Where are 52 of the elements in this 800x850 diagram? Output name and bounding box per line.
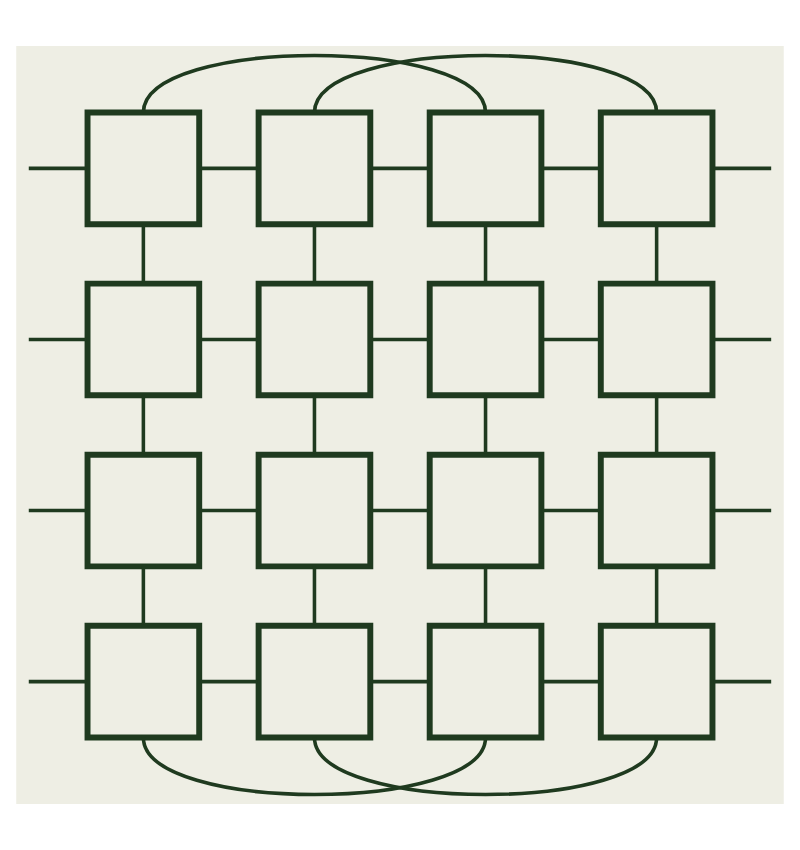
connector [28,508,87,513]
connector [370,508,429,513]
connector [483,395,488,454]
connector [199,679,258,684]
connector [654,224,659,283]
node-box [255,622,374,741]
node-box [597,451,716,570]
connector [370,337,429,342]
connector [713,679,772,684]
node-box [426,280,545,399]
node-box [597,109,716,228]
connector [370,166,429,171]
connector [654,395,659,454]
connector [312,566,317,625]
connector [713,337,772,342]
connector [483,224,488,283]
node-box [255,451,374,570]
node-box [84,280,203,399]
connector [312,395,317,454]
connector [199,166,258,171]
connector [370,679,429,684]
connector [483,566,488,625]
connector [312,224,317,283]
connector [312,736,659,797]
node-box [597,280,716,399]
connector [199,337,258,342]
connector [312,53,659,114]
node-box [426,451,545,570]
node-box [597,622,716,741]
node-box [426,622,545,741]
node-box [426,109,545,228]
connector [141,224,146,283]
connector [28,337,87,342]
node-box [84,451,203,570]
connector [28,166,87,171]
connector [713,166,772,171]
connector [141,395,146,454]
node-box [255,109,374,228]
connector [28,679,87,684]
connector [541,166,601,171]
connector [654,566,659,625]
connector [541,679,601,684]
node-box [84,109,203,228]
connector [141,566,146,625]
node-box [255,280,374,399]
connector [141,736,488,797]
connector [713,508,772,513]
node-box [84,622,203,741]
connector [199,508,258,513]
connector [541,508,601,513]
connector [541,337,601,342]
connector [141,53,488,114]
